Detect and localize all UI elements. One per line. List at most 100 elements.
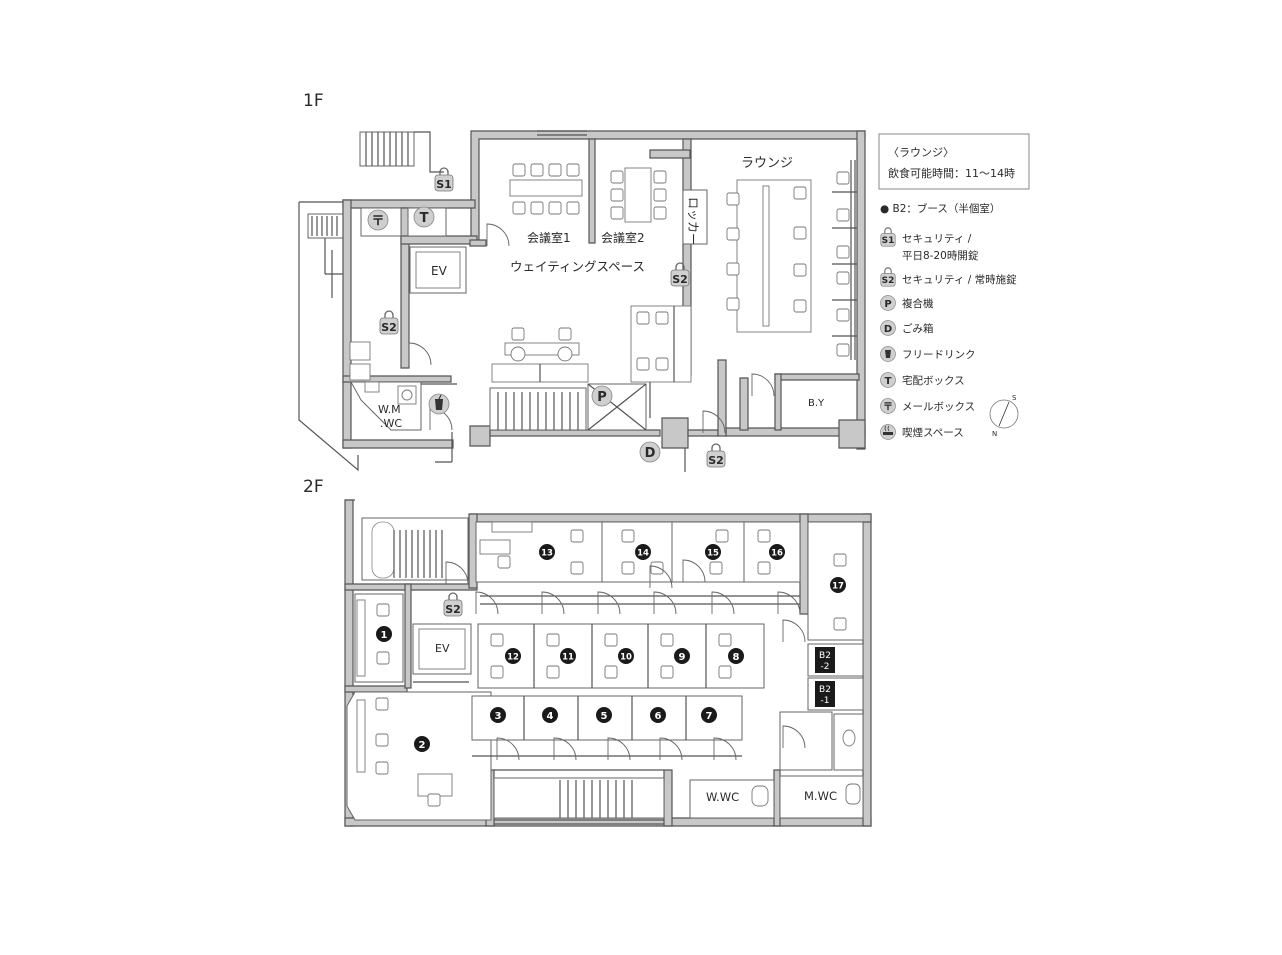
waiting-furniture xyxy=(491,305,692,418)
svg-text:S1: S1 xyxy=(882,236,895,246)
svg-text:S2: S2 xyxy=(882,276,895,286)
floor-1f: 会議室1 会議室2 ロッカー ラウンジ B.Y ウェイティングスペース xyxy=(298,130,866,472)
svg-text:〒: 〒 xyxy=(371,214,384,229)
outer-stairs-1f xyxy=(359,131,444,173)
d-marker-1f: D xyxy=(639,441,661,463)
room-wm-wc-line2: .WC xyxy=(380,417,402,430)
booth-row-lower xyxy=(471,695,743,771)
svg-text:T: T xyxy=(885,376,892,387)
legend-s2-text: セキュリティ / 常時施錠 xyxy=(902,273,1017,286)
room-lounge: ラウンジ xyxy=(741,156,793,171)
svg-text:13: 13 xyxy=(541,549,553,559)
svg-text:4: 4 xyxy=(547,711,554,722)
svg-text:S1: S1 xyxy=(436,178,452,191)
legend-s1-text1: セキュリティ / xyxy=(902,233,972,245)
legend-mail-text: メールボックス xyxy=(902,401,975,413)
svg-text:16: 16 xyxy=(771,549,783,559)
booth-b2-1: B2 -1 xyxy=(815,681,835,707)
svg-text:9: 9 xyxy=(679,652,686,663)
svg-text:D: D xyxy=(884,324,892,335)
s2-marker-1f-waiting: S2 xyxy=(670,262,690,287)
svg-text:15: 15 xyxy=(707,549,719,559)
room-mwc-2f: M.WC xyxy=(804,789,837,803)
locker xyxy=(682,189,708,245)
booth-number-1: 1 xyxy=(376,626,392,642)
meeting2-table xyxy=(624,167,652,223)
p-marker-1f: P xyxy=(591,385,613,407)
room-wwc-2f: W.WC xyxy=(706,790,739,804)
booth-number-8: 8 xyxy=(728,648,744,664)
legend-smoke-icon xyxy=(880,424,896,440)
lounge-info-title: 〈ラウンジ〉 xyxy=(888,146,954,159)
s2-marker-1f-bottom: S2 xyxy=(706,443,726,468)
mail-marker-1f: 〒 xyxy=(367,209,389,231)
svg-text:B2: B2 xyxy=(819,685,831,695)
svg-text:6: 6 xyxy=(655,711,662,722)
meeting1-table xyxy=(509,179,583,197)
legend-booth: ● B2：ブース（半個室） xyxy=(880,202,1000,215)
booth-number-6: 6 xyxy=(650,707,666,723)
svg-text:11: 11 xyxy=(562,653,574,663)
svg-text:S2: S2 xyxy=(445,603,461,616)
legend-smoke-text: 喫煙スペース xyxy=(902,427,964,439)
legend-t-icon: T xyxy=(880,372,896,388)
svg-text:14: 14 xyxy=(637,549,649,559)
room-wm-wc-line1: W.M xyxy=(378,403,401,416)
svg-text:-1: -1 xyxy=(821,696,830,706)
legend-p-text: 複合機 xyxy=(902,297,934,310)
svg-text:S2: S2 xyxy=(381,321,397,334)
booth-number-10: 10 xyxy=(618,648,634,664)
compass-icon: S N xyxy=(989,394,1019,438)
room-locker: ロッカー xyxy=(686,197,700,245)
room-meeting2: 会議室2 xyxy=(601,230,645,245)
svg-text:5: 5 xyxy=(601,711,608,722)
booth-number-3: 3 xyxy=(490,707,506,723)
lounge-info-box: 〈ラウンジ〉 飲食可能時間：11〜14時 xyxy=(878,133,1030,190)
drink-icon xyxy=(428,393,450,415)
legend: ● B2：ブース（半個室） S1 セキュリティ / 平日8-20時開錠 S2 セ… xyxy=(880,202,1017,440)
svg-text:T: T xyxy=(420,211,429,226)
booth-number-5: 5 xyxy=(596,707,612,723)
floor-label-1f: 1F xyxy=(303,91,324,111)
booth-number-16: 16 xyxy=(769,544,785,560)
svg-text:-2: -2 xyxy=(821,662,830,672)
compass-n: N xyxy=(992,430,997,438)
lounge-info-hours: 飲食可能時間：11〜14時 xyxy=(888,166,1015,180)
room-by: B.Y xyxy=(808,398,825,409)
legend-drink-text: フリードリンク xyxy=(902,349,976,361)
svg-text:S2: S2 xyxy=(708,454,724,467)
svg-text:〒: 〒 xyxy=(883,401,893,413)
room-meeting1: 会議室1 xyxy=(527,230,571,245)
booth-number-14: 14 xyxy=(635,544,651,560)
inner-stairs-1f xyxy=(489,383,647,431)
booth-row-middle xyxy=(477,595,800,689)
svg-text:2: 2 xyxy=(419,740,426,751)
svg-text:3: 3 xyxy=(495,711,502,722)
booth-number-11: 11 xyxy=(560,648,576,664)
s1-marker-1f: S1 xyxy=(434,167,454,192)
ev-1f: EV xyxy=(431,264,448,278)
ev-2f: EV xyxy=(435,642,450,655)
booth-number-17: 17 xyxy=(830,577,846,593)
legend-d-text: ごみ箱 xyxy=(902,322,934,335)
legend-t-text: 宅配ボックス xyxy=(902,374,965,387)
svg-text:B2: B2 xyxy=(819,651,831,661)
booth-number-13: 13 xyxy=(539,544,555,560)
legend-drink-icon xyxy=(880,346,896,362)
svg-text:8: 8 xyxy=(733,652,740,663)
svg-text:P: P xyxy=(597,390,607,405)
compass-s: S xyxy=(1012,394,1017,402)
legend-s2-icon: S2 xyxy=(880,267,896,287)
floor-label-2f: 2F xyxy=(303,477,324,497)
booth-number-2: 2 xyxy=(414,736,430,752)
booth-number-7: 7 xyxy=(701,707,717,723)
legend-s1-text2: 平日8-20時開錠 xyxy=(902,249,979,262)
booth-number-4: 4 xyxy=(542,707,558,723)
s2-marker-2f: S2 xyxy=(443,592,463,617)
s2-marker-1f-left: S2 xyxy=(379,310,399,335)
floor-2f: EV xyxy=(344,499,872,827)
svg-text:P: P xyxy=(884,299,891,310)
room-waiting: ウェイティングスペース xyxy=(510,259,645,274)
svg-text:7: 7 xyxy=(706,711,713,722)
